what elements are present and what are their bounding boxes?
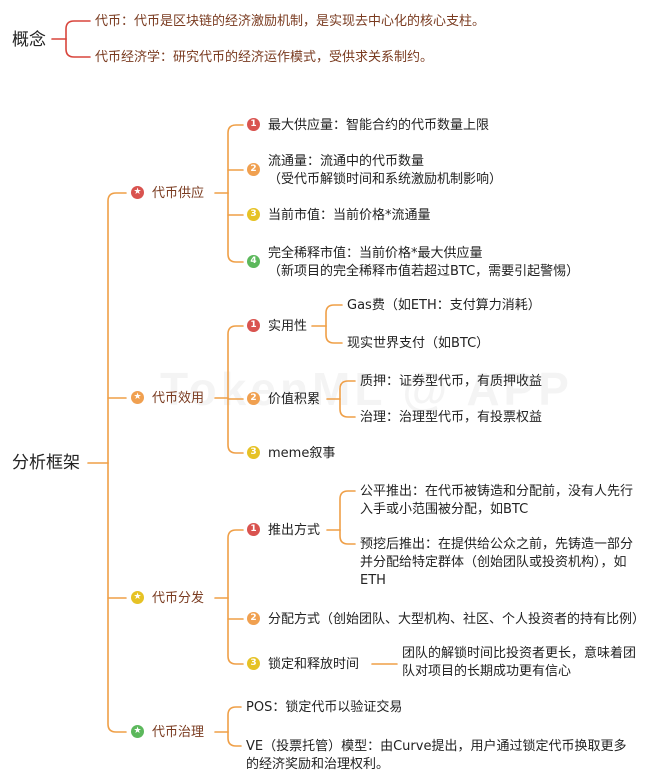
star-icon: ★ <box>131 391 144 404</box>
branch-supply-label: 代币供应 <box>152 186 205 201</box>
distribution-link-branch-0 <box>227 529 244 599</box>
root-link-branch-3 <box>107 462 127 733</box>
root-label: 分析框架 <box>12 453 80 473</box>
utility-value-accrual: 价值积累 <box>268 392 321 407</box>
supply-max: 最大供应量：智能合约的代币数量上限 <box>268 118 490 133</box>
supply-market-cap: 当前市值：当前价格*流通量 <box>268 208 431 223</box>
governance-ve-2: 的经济奖励和治理权利。 <box>246 757 390 772</box>
governance-ve-1: VE（投票托管）模型：由Curve提出，用户通过锁定代币换取更多 <box>246 739 627 754</box>
number-3-icon: 3 <box>247 208 260 221</box>
distribution-link-branch-2 <box>227 597 244 665</box>
number-2-icon: 2 <box>247 392 260 405</box>
number-3-icon: 3 <box>247 657 260 670</box>
practical-link-branch-1 <box>325 325 343 344</box>
concept-item-tokenomics: 代币经济学：研究代币的经济运作模式，受供求关系制约。 <box>95 50 434 65</box>
utility-real-payment: 现实世界支付（如BTC） <box>347 336 490 351</box>
distribution-allocation: 分配方式（创始团队、大型机构、社区、个人投资者的持有比例） <box>268 612 646 627</box>
distribution-fair-launch-1: 公平推出：在代币被铸造和分配前，没有人先行 <box>360 484 634 499</box>
governance-link-branch-1 <box>227 731 242 747</box>
supply-fdv-note: （新项目的完全稀释市值若超过BTC，需要引起警惕） <box>268 264 580 279</box>
utility-practical: 实用性 <box>268 319 308 334</box>
concept-item-token: 代币：代币是区块链的经济激励机制，是实现去中心化的核心支柱。 <box>95 14 486 29</box>
distribution-lockup-note-2: 队对项目的长期成功更有信心 <box>402 664 572 679</box>
practical-link-branch-0 <box>325 304 343 327</box>
utility-governance: 治理：治理型代币，有投票权益 <box>360 410 543 425</box>
distribution-premine-1: 预挖后推出：在提供给公众之前，先铸造一部分 <box>360 537 634 552</box>
distribution-lockup: 锁定和释放时间 <box>268 657 360 672</box>
number-1-icon: 1 <box>247 319 260 332</box>
value-link-branch-0 <box>339 380 356 400</box>
number-3-icon: 3 <box>247 446 260 459</box>
number-4-icon: 4 <box>247 255 260 268</box>
distribution-launch: 推出方式 <box>268 523 321 538</box>
distribution-premine-2: 并分配给特定群体（创始团队或投资机构），如 <box>360 555 627 570</box>
supply-circulating: 流通量：流通中的代币数量 <box>268 154 425 169</box>
number-2-icon: 2 <box>247 163 260 176</box>
branch-utility-label: 代币效用 <box>152 391 205 406</box>
supply-circulating-note: （受代币解锁时间和系统激励机制影响） <box>268 172 503 187</box>
launch-link-branch-1 <box>339 529 356 545</box>
concept-label: 概念 <box>12 30 46 50</box>
root-link-branch-0 <box>107 192 127 464</box>
branch-governance-label: 代币治理 <box>152 725 205 740</box>
launch-link-branch-0 <box>339 490 356 531</box>
star-icon: ★ <box>131 591 144 604</box>
number-1-icon: 1 <box>247 118 260 131</box>
utility-link-branch-2 <box>227 397 244 454</box>
branch-distribution-label: 代币分发 <box>152 591 205 606</box>
concept-link-branch-0 <box>65 20 91 40</box>
star-icon: ★ <box>131 186 144 199</box>
value-link-branch-1 <box>339 398 356 418</box>
utility-gas-fee: Gas费（如ETH：支付算力消耗） <box>347 298 541 313</box>
number-2-icon: 2 <box>247 612 260 625</box>
distribution-fair-launch-2: 入手或小范围被分配，如BTC <box>360 502 529 517</box>
utility-link-branch-0 <box>227 325 244 399</box>
utility-staking: 质押：证券型代币，有质押收益 <box>360 374 543 389</box>
utility-meme: meme叙事 <box>268 446 336 461</box>
governance-link-branch-0 <box>227 706 242 733</box>
star-icon: ★ <box>131 725 144 738</box>
distribution-premine-3: ETH <box>360 573 386 588</box>
supply-fdv: 完全稀释市值：当前价格*最大供应量 <box>268 246 483 261</box>
distribution-lockup-note-1: 团队的解锁时间比投资者更长，意味着团 <box>402 646 637 661</box>
number-1-icon: 1 <box>247 523 260 536</box>
supply-link-branch-0 <box>227 124 244 194</box>
governance-pos: POS：锁定代币以验证交易 <box>246 700 403 715</box>
supply-link-branch-3 <box>227 192 244 263</box>
concept-link-branch-1 <box>65 38 91 58</box>
